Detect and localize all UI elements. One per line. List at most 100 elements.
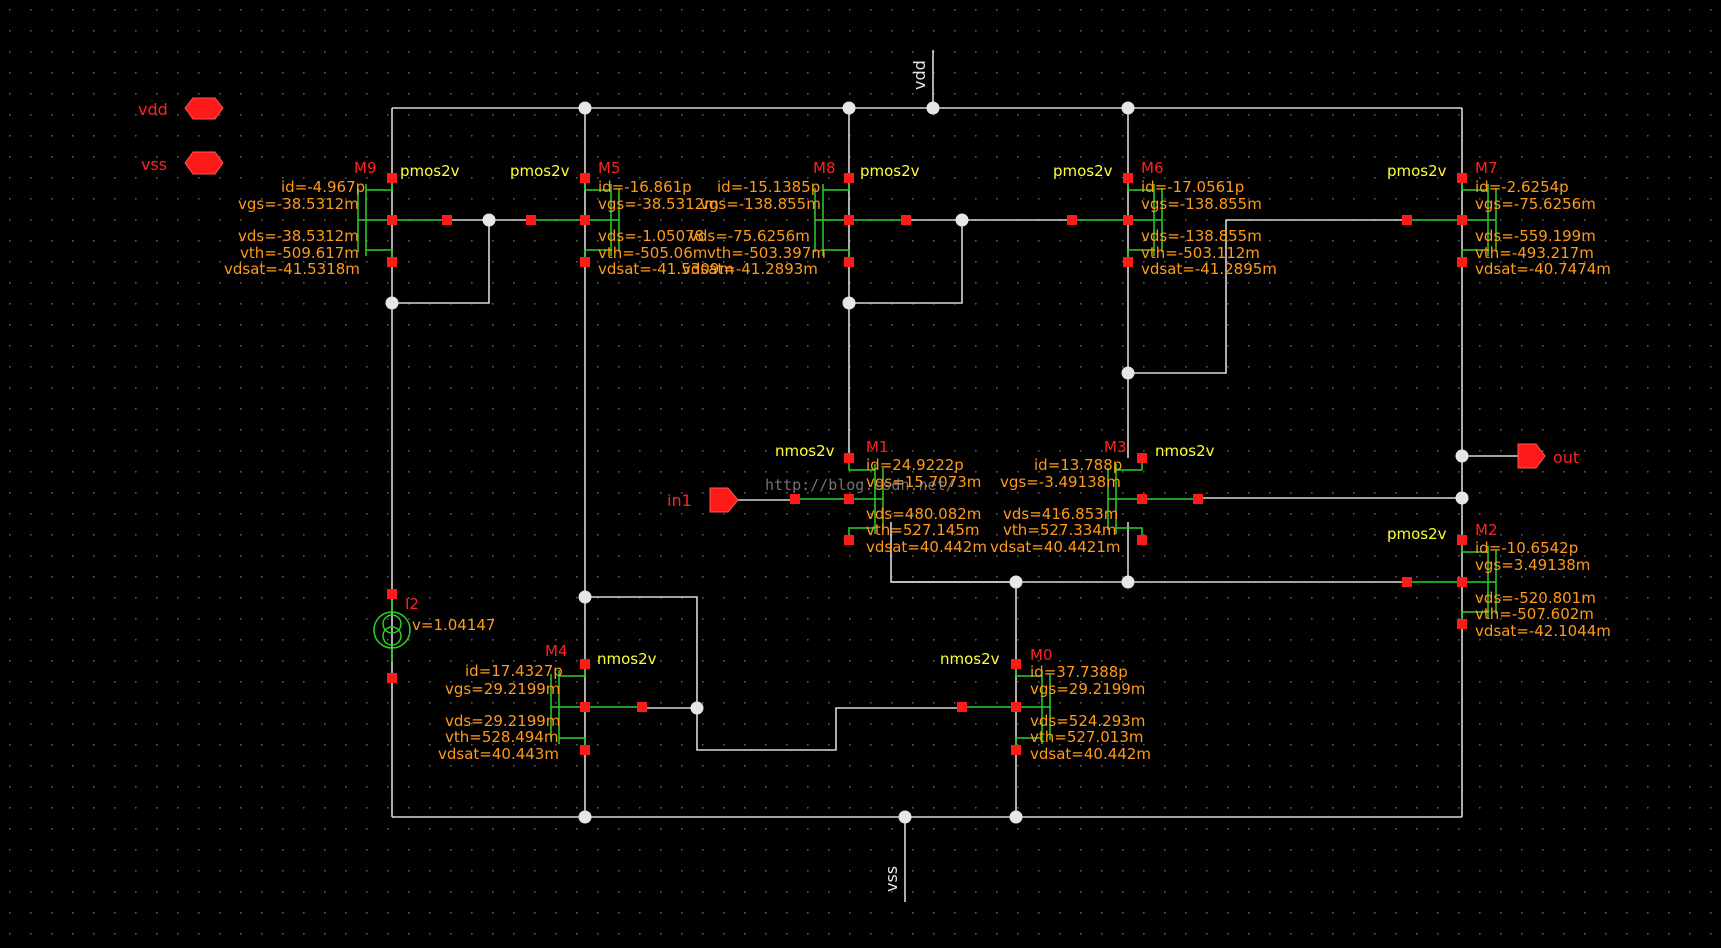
m9-pin-top[interactable]	[387, 173, 397, 183]
m3-pin-bulk[interactable]	[1137, 494, 1147, 504]
m3-vgs: vgs=-3.49138m	[1000, 473, 1121, 491]
m3-pin-bottom[interactable]	[1137, 535, 1147, 545]
m4-symbol[interactable]	[550, 664, 642, 750]
m3-vth: vth=527.334m	[1003, 521, 1116, 539]
m2-vdsat: vdsat=-42.1044m	[1475, 622, 1611, 640]
m2-model: pmos2v	[1387, 525, 1447, 543]
vss-pin-label: vss	[141, 155, 167, 174]
i2-v: v=1.04147	[412, 616, 495, 634]
in1-pin-label: in1	[667, 491, 692, 510]
m3-pin-gate[interactable]	[1193, 494, 1203, 504]
m2-symbol[interactable]	[1407, 540, 1497, 624]
m1-pin-top[interactable]	[844, 453, 854, 463]
out-pin-icon[interactable]	[1517, 443, 1546, 469]
m6-pin-top[interactable]	[1123, 173, 1133, 183]
m5-pin-bulk[interactable]	[580, 215, 590, 225]
m0-pin-top[interactable]	[1011, 659, 1021, 669]
m3-name: M3	[1104, 438, 1127, 456]
m5-vth: vth=-505.06m	[598, 244, 707, 262]
m0-model: nmos2v	[940, 650, 1000, 668]
m7-pin-top[interactable]	[1457, 173, 1467, 183]
i2-pin-bottom[interactable]	[387, 673, 397, 683]
m0-vds: vds=524.293m	[1030, 712, 1145, 730]
m7-vth: vth=-493.217m	[1475, 244, 1594, 262]
m5-pin-bottom[interactable]	[580, 257, 590, 267]
m4-m0-gate[interactable]	[642, 707, 962, 751]
m2-pin-bottom[interactable]	[1457, 619, 1467, 629]
m7-vgs: vgs=-75.6256m	[1475, 195, 1596, 213]
m3-symbol[interactable]	[1107, 458, 1198, 540]
device-labels: M9 pmos2v id=-4.967p vgs=-38.5312m vds=-…	[224, 159, 1611, 763]
m1-symbol[interactable]	[795, 458, 884, 540]
m7-symbol[interactable]	[1407, 178, 1497, 262]
m5-vdsat: vdsat=-41.5309m	[598, 260, 734, 278]
m7-pin-bulk[interactable]	[1457, 215, 1467, 225]
i2-current-source-icon[interactable]	[373, 600, 411, 662]
m8-name: M8	[813, 159, 836, 177]
m1-name: M1	[866, 438, 889, 456]
in1-pin-icon[interactable]	[709, 487, 739, 513]
m4-id: id=17.4327p	[465, 662, 563, 680]
watermark: http://blog.csdn.net/	[765, 476, 955, 494]
m7-pin-bottom[interactable]	[1457, 257, 1467, 267]
m9-pin-bulk[interactable]	[387, 215, 397, 225]
m8-pin-gate[interactable]	[901, 215, 911, 225]
m6-vdsat: vdsat=-41.2895m	[1141, 260, 1277, 278]
m5-vgs: vgs=-38.5312m	[598, 195, 719, 213]
m9-symbol[interactable]	[357, 178, 447, 262]
m0-pin-bottom[interactable]	[1011, 745, 1021, 755]
m4-pin-gate[interactable]	[637, 702, 647, 712]
vss-pin-icon[interactable]	[184, 151, 224, 175]
vdd-rail-label: vdd	[910, 60, 929, 90]
m7-model: pmos2v	[1387, 162, 1447, 180]
m0-pin-gate[interactable]	[957, 702, 967, 712]
m5-symbol[interactable]	[531, 178, 620, 262]
m4-pin-bottom[interactable]	[580, 745, 590, 755]
m8-vth: vth=-503.397m	[707, 244, 826, 262]
m3-pin-top[interactable]	[1137, 453, 1147, 463]
m9-pin-gate[interactable]	[442, 215, 452, 225]
m7-pin-gate[interactable]	[1402, 215, 1412, 225]
m9-pin-bottom[interactable]	[387, 257, 397, 267]
m4-vds: vds=29.2199m	[445, 712, 560, 730]
m6-pin-bulk[interactable]	[1123, 215, 1133, 225]
m6-pin-gate[interactable]	[1067, 215, 1077, 225]
m2-pin-gate[interactable]	[1402, 577, 1412, 587]
m7-gate-wire[interactable]	[1128, 219, 1407, 374]
m5-pin-gate[interactable]	[526, 215, 536, 225]
m1-pin-gate[interactable]	[790, 494, 800, 504]
m5-pin-top[interactable]	[580, 173, 590, 183]
m9-vgs: vgs=-38.5312m	[238, 195, 359, 213]
m8-symbol[interactable]	[814, 178, 906, 262]
i2-name: I2	[405, 595, 419, 613]
m2-pin-bulk[interactable]	[1457, 577, 1467, 587]
junctions	[385, 101, 1469, 824]
m6-vth: vth=-503.112m	[1141, 244, 1260, 262]
m8-pin-top[interactable]	[844, 173, 854, 183]
m1-pin-bulk[interactable]	[844, 494, 854, 504]
vss-rail-label: vss	[882, 866, 901, 892]
m9-vdsat: vdsat=-41.5318m	[224, 260, 360, 278]
m6-pin-bottom[interactable]	[1123, 257, 1133, 267]
m1-id: id=24.9222p	[866, 456, 964, 474]
m0-pin-bulk[interactable]	[1011, 702, 1021, 712]
m8-pin-bottom[interactable]	[844, 257, 854, 267]
m8-pin-bulk[interactable]	[844, 215, 854, 225]
m7-id: id=-2.6254p	[1475, 178, 1569, 196]
m7-vdsat: vdsat=-40.7474m	[1475, 260, 1611, 278]
m6-symbol[interactable]	[1072, 178, 1163, 262]
vdd-pin-icon[interactable]	[184, 97, 224, 120]
m9-gate-bias[interactable]	[392, 220, 490, 304]
transistor-symbols	[357, 173, 1497, 755]
m2-pin-top[interactable]	[1457, 535, 1467, 545]
m4-pin-top[interactable]	[580, 659, 590, 669]
m0-name: M0	[1030, 646, 1053, 664]
m4-pin-bulk[interactable]	[580, 702, 590, 712]
m8-gate-loop[interactable]	[849, 220, 963, 304]
m1-pin-bottom[interactable]	[844, 535, 854, 545]
m2-id: id=-10.6542p	[1475, 539, 1578, 557]
m2-name: M2	[1475, 521, 1498, 539]
m4-bias-wire[interactable]	[585, 596, 698, 708]
i2-pin-top[interactable]	[387, 589, 397, 599]
m0-symbol[interactable]	[962, 664, 1051, 750]
